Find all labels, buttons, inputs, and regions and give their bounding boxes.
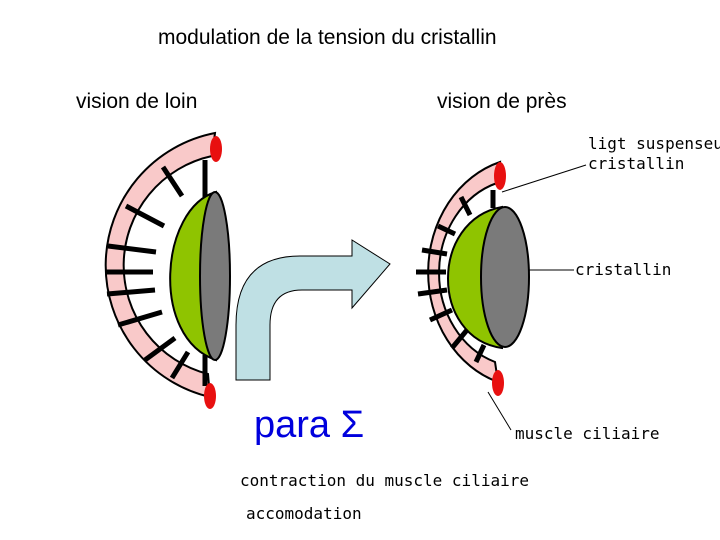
suspensory-ligaments-far [106,160,208,386]
near-vision-label: vision de près [437,90,567,113]
far-vision-label: vision de loin [76,90,198,113]
ring-endpoint-bottom-far [204,383,216,409]
leader-line-ligament [501,164,587,193]
near-vision-eye [416,160,530,396]
parasympathetic-label: para Σ [254,404,365,446]
lens-back-far [199,191,231,361]
ring-endpoint-top-far [210,136,222,162]
accommodation-arrow [235,239,391,381]
suspensory-ligament-label-line1: ligt suspenseur [588,134,720,153]
ring-endpoint-top-near [494,162,506,190]
far-vision-eye [104,131,231,409]
page-title: modulation de la tension du cristallin [158,26,497,49]
lens-label: cristallin [575,260,672,279]
contraction-label: contraction du muscle ciliaire [240,471,529,490]
accommodation-label: accomodation [246,504,362,523]
suspensory-ligament-label-line2: cristallin [588,154,685,173]
suspensory-ligament-label: ligt suspenseur cristallin [588,134,720,174]
leader-line-ciliary [487,391,512,431]
ciliary-muscle-label: muscle ciliaire [515,424,660,443]
lens-back-near [480,206,530,348]
suspensory-ligaments-near [416,190,496,364]
ring-endpoint-bottom-near [492,370,504,396]
